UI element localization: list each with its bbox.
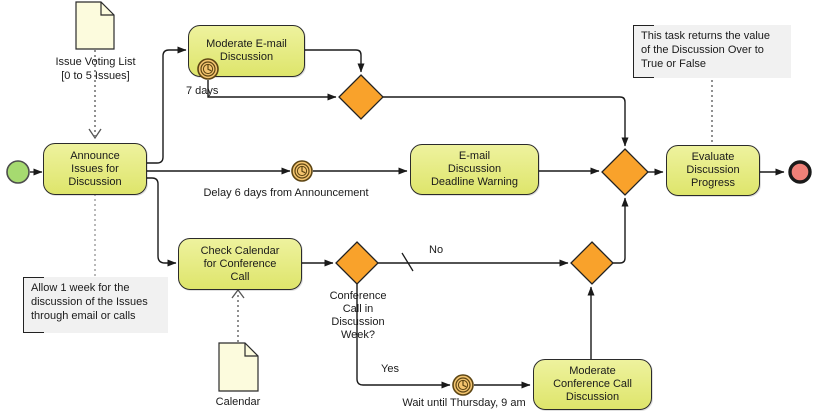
task-check-calendar[interactable]: Check Calendar for Conference Call [178, 238, 302, 290]
label-issue-voting-list: Issue Voting List [0 to 5 Issues] [55, 56, 136, 82]
document-fold-icon [244, 343, 258, 357]
timer-boundary-event[interactable] [195, 56, 221, 82]
document-issue-voting-list[interactable] [75, 1, 115, 50]
task-email-deadline-warning[interactable]: E-mail Discussion Deadline Warning [410, 144, 539, 195]
document-calendar[interactable] [218, 342, 259, 392]
end-event[interactable] [788, 160, 812, 184]
task-label: Evaluate Discussion Progress [686, 151, 740, 189]
task-label: Announce Issues for Discussion [68, 149, 122, 188]
association-calendar-arrowhead [231, 288, 245, 299]
label-wait-thursday: Wait until Thursday, 9 am [402, 397, 526, 409]
timer-delay-event[interactable] [291, 160, 313, 182]
text-annotation-evaluate[interactable]: This task returns the value of the Discu… [633, 25, 791, 78]
task-evaluate-progress[interactable]: Evaluate Discussion Progress [666, 145, 760, 196]
default-flow-slash [401, 252, 414, 272]
flow-moderate-email-to-gateway1 [303, 49, 365, 73]
gateway-conference-decision[interactable] [335, 241, 379, 285]
task-label: Check Calendar for Conference Call [200, 244, 280, 283]
label-no: No [429, 244, 444, 256]
gateway-main-merge[interactable] [601, 148, 649, 196]
text-annotation-announce[interactable]: Allow 1 week for the discussion of the I… [23, 277, 168, 333]
flow-decision-yes-to-wait-timer [356, 284, 451, 389]
task-label: E-mail Discussion Deadline Warning [430, 150, 519, 188]
annotation-text: This task returns the value of the Discu… [641, 30, 771, 70]
association-voting-list-arrowhead [88, 128, 102, 140]
label-delay-six-days: Delay 6 days from Announcement [203, 187, 369, 199]
gateway-conference-merge[interactable] [570, 241, 614, 285]
flow-gateway1-to-main-gateway [383, 96, 629, 147]
timer-clock-icon [197, 58, 219, 80]
document-fold-icon [100, 2, 114, 16]
flow-boundary-timer-to-gateway1 [207, 80, 337, 101]
annotation-text: Allow 1 week for the discussion of the I… [31, 282, 148, 322]
task-label: Moderate Conference Call Discussion [553, 365, 632, 403]
flow-announce-to-check-calendar [145, 177, 177, 267]
label-conference-question: Conference Call in Discussion Week? [329, 290, 387, 341]
label-yes: Yes [381, 363, 399, 375]
label-seven-days: 7 days [186, 85, 219, 97]
timer-wait-thursday-event[interactable] [452, 374, 474, 396]
task-announce-issues[interactable]: Announce Issues for Discussion [43, 143, 147, 195]
flow-gateway3-to-main-gateway [613, 197, 629, 264]
flow-announce-to-moderate-email [145, 46, 187, 164]
label-calendar: Calendar [215, 396, 261, 408]
start-event[interactable] [6, 160, 30, 184]
gateway-email-merge[interactable] [338, 74, 384, 120]
task-moderate-conference-call[interactable]: Moderate Conference Call Discussion [533, 359, 652, 410]
task-label: Moderate E-mail Discussion [206, 38, 287, 63]
